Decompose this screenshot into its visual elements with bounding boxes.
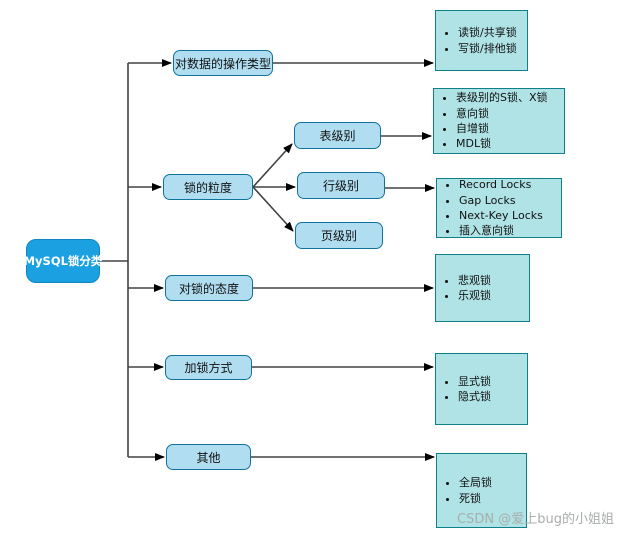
leaf-item: 插入意向锁 bbox=[459, 223, 543, 238]
leaf-box-row-level: Record Locks Gap Locks Next-Key Locks 插入… bbox=[436, 178, 562, 238]
leaf-box-attitude: 悲观锁 乐观锁 bbox=[435, 254, 530, 322]
watermark: CSDN @爱上bug的小姐姐 bbox=[457, 512, 614, 527]
leaf-item: Record Locks bbox=[459, 177, 543, 192]
leaf-item: 意向锁 bbox=[456, 106, 548, 121]
node-branch-granularity: 锁的粒度 bbox=[163, 174, 253, 200]
leaf-item: 表级别的S锁、X锁 bbox=[456, 90, 548, 105]
leaf-item: 全局锁 bbox=[459, 475, 492, 490]
leaf-item: 悲观锁 bbox=[458, 273, 491, 288]
leaf-box-op-type: 读锁/共享锁 写锁/排他锁 bbox=[435, 10, 528, 71]
leaf-item: 乐观锁 bbox=[458, 288, 491, 303]
leaf-item: 写锁/排他锁 bbox=[458, 41, 517, 56]
node-sub-page-level: 页级别 bbox=[295, 222, 383, 249]
leaf-box-other: 全局锁 死锁 bbox=[436, 453, 527, 528]
leaf-item: 死锁 bbox=[459, 491, 492, 506]
connector-granularity-to-table-level bbox=[252, 143, 293, 188]
leaf-item: 显式锁 bbox=[458, 374, 491, 389]
connector-granularity-to-page-level bbox=[252, 186, 294, 232]
node-branch-other: 其他 bbox=[166, 444, 251, 470]
node-branch-op-type: 对数据的操作类型 bbox=[173, 50, 273, 76]
leaf-item: 隐式锁 bbox=[458, 389, 491, 404]
leaf-box-table-level: 表级别的S锁、X锁 意向锁 自增锁 MDL锁 bbox=[433, 88, 565, 154]
leaf-item: Gap Locks bbox=[459, 193, 543, 208]
leaf-item: 自增锁 bbox=[456, 121, 548, 136]
node-sub-table-level: 表级别 bbox=[294, 122, 381, 149]
leaf-item: MDL锁 bbox=[456, 136, 548, 151]
node-branch-mode: 加锁方式 bbox=[165, 355, 252, 380]
node-sub-row-level: 行级别 bbox=[297, 172, 385, 199]
node-branch-attitude: 对锁的态度 bbox=[165, 275, 253, 301]
leaf-box-mode: 显式锁 隐式锁 bbox=[435, 353, 528, 425]
leaf-item: 读锁/共享锁 bbox=[458, 25, 517, 40]
node-mysql-lock-root: MySQL锁分类 bbox=[24, 239, 102, 283]
leaf-item: Next-Key Locks bbox=[459, 208, 543, 223]
